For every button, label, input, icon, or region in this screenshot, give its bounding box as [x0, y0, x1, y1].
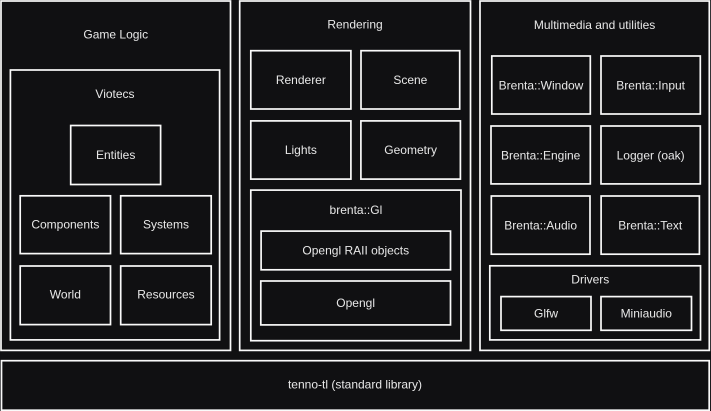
svg-text:Brenta::Audio: Brenta::Audio: [504, 219, 577, 233]
svg-text:Brenta::Text: Brenta::Text: [618, 219, 683, 233]
svg-text:Game Logic: Game Logic: [83, 28, 148, 42]
svg-text:Resources: Resources: [137, 288, 194, 302]
svg-text:Multimedia and utilities: Multimedia and utilities: [534, 18, 655, 32]
svg-text:Glfw: Glfw: [534, 307, 558, 321]
svg-text:Renderer: Renderer: [276, 73, 326, 87]
svg-text:Miniaudio: Miniaudio: [621, 307, 673, 321]
svg-text:World: World: [50, 288, 81, 302]
svg-text:Brenta::Engine: Brenta::Engine: [501, 149, 581, 163]
svg-text:brenta::Gl: brenta::Gl: [330, 203, 383, 217]
svg-text:Geometry: Geometry: [384, 143, 437, 157]
svg-text:tenno-tl (standard library): tenno-tl (standard library): [288, 378, 422, 392]
svg-text:Rendering: Rendering: [327, 18, 382, 32]
svg-text:Components: Components: [31, 218, 99, 232]
svg-text:Lights: Lights: [285, 143, 317, 157]
svg-text:Opengl RAII objects: Opengl RAII objects: [302, 244, 409, 258]
svg-text:Drivers: Drivers: [571, 273, 609, 287]
svg-text:Entities: Entities: [96, 148, 135, 162]
svg-text:Viotecs: Viotecs: [95, 87, 134, 101]
svg-text:Brenta::Input: Brenta::Input: [616, 79, 685, 93]
svg-text:Scene: Scene: [393, 73, 427, 87]
svg-text:Brenta::Window: Brenta::Window: [499, 79, 584, 93]
svg-text:Opengl: Opengl: [336, 296, 375, 310]
svg-text:Logger (oak): Logger (oak): [617, 149, 685, 163]
svg-text:Systems: Systems: [143, 218, 189, 232]
